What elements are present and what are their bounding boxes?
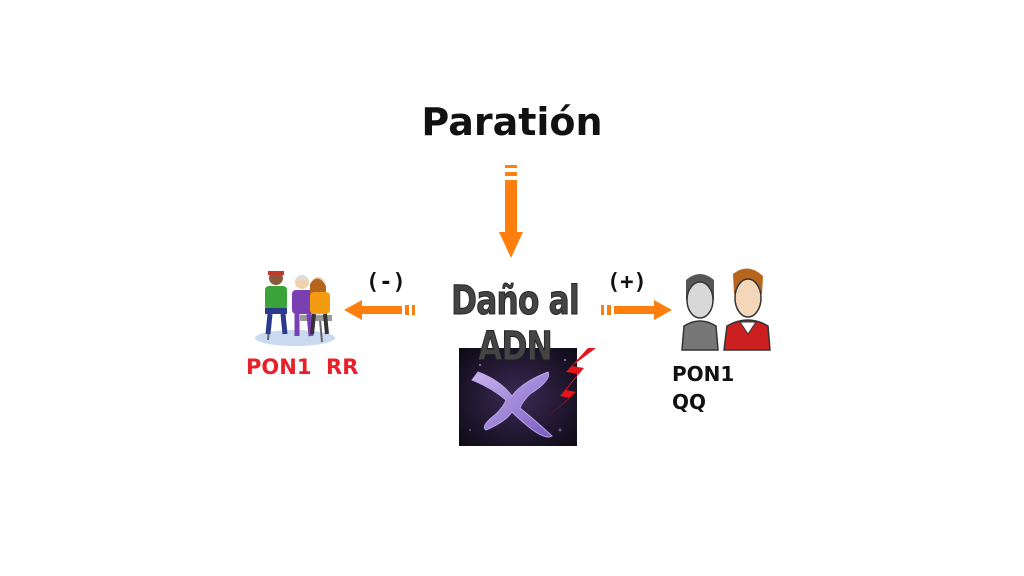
right-arrow bbox=[601, 300, 672, 320]
negative-sign-label: (-) bbox=[366, 270, 406, 295]
right-genotype-label: PON1 QQ bbox=[672, 360, 752, 416]
two-men-icon bbox=[681, 268, 771, 351]
right-genotype-line2: QQ bbox=[672, 390, 707, 414]
left-genotype-label: PON1 RR bbox=[246, 355, 359, 379]
positive-sign-label: (+) bbox=[607, 270, 647, 295]
right-genotype-line1: PON1 bbox=[672, 362, 735, 386]
diagram-title: Paratión bbox=[421, 100, 603, 144]
chromosome-image bbox=[459, 348, 577, 446]
left-arrow bbox=[344, 300, 415, 320]
center-label: Daño al ADN bbox=[451, 278, 580, 371]
group-of-people-icon bbox=[255, 271, 335, 346]
down-arrow bbox=[499, 165, 523, 258]
lightning-bolt-icon bbox=[546, 348, 596, 418]
